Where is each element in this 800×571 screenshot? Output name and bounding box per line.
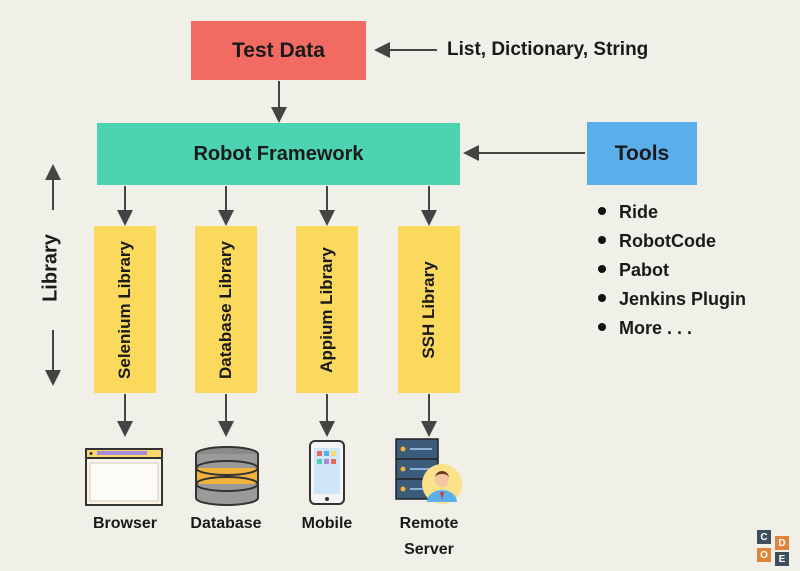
logo-letter: D	[775, 536, 789, 550]
test-data-label: Test Data	[232, 38, 325, 62]
browser-icon	[85, 448, 163, 506]
target-caption-database: Database	[190, 515, 262, 532]
logo-letter: C	[757, 530, 771, 544]
user-avatar-icon	[422, 464, 462, 504]
tools-node: Tools	[587, 122, 697, 185]
tools-list-item: Ride	[598, 198, 746, 227]
test-data-types: List, Dictionary, String	[447, 39, 649, 60]
tools-list-item: RobotCode	[598, 227, 746, 256]
mobile-icon	[309, 440, 345, 505]
target-caption-browser: Browser	[92, 515, 158, 532]
logo-letter: O	[757, 548, 771, 562]
target-caption-server: Server	[404, 541, 454, 558]
tools-list-item: More . . .	[598, 314, 746, 343]
library-ssh: SSH Library	[398, 226, 460, 393]
library-appium: Appium Library	[296, 226, 358, 393]
tools-list-item: Jenkins Plugin	[598, 285, 746, 314]
database-icon	[195, 446, 259, 506]
robot-framework-label: Robot Framework	[193, 142, 364, 165]
code-logo: C O D E	[757, 530, 793, 566]
tools-list-item: Pabot	[598, 256, 746, 285]
library-database: Database Library	[195, 226, 257, 393]
tools-list: Ride RobotCode Pabot Jenkins Plugin More…	[598, 198, 746, 343]
target-caption-mobile: Mobile	[301, 515, 353, 532]
logo-letter: E	[775, 552, 789, 566]
test-data-node: Test Data	[191, 21, 366, 80]
robot-framework-node: Robot Framework	[97, 123, 460, 185]
target-caption-remote: Remote	[399, 515, 459, 532]
tools-label: Tools	[614, 141, 670, 165]
library-selenium: Selenium Library	[94, 226, 156, 393]
